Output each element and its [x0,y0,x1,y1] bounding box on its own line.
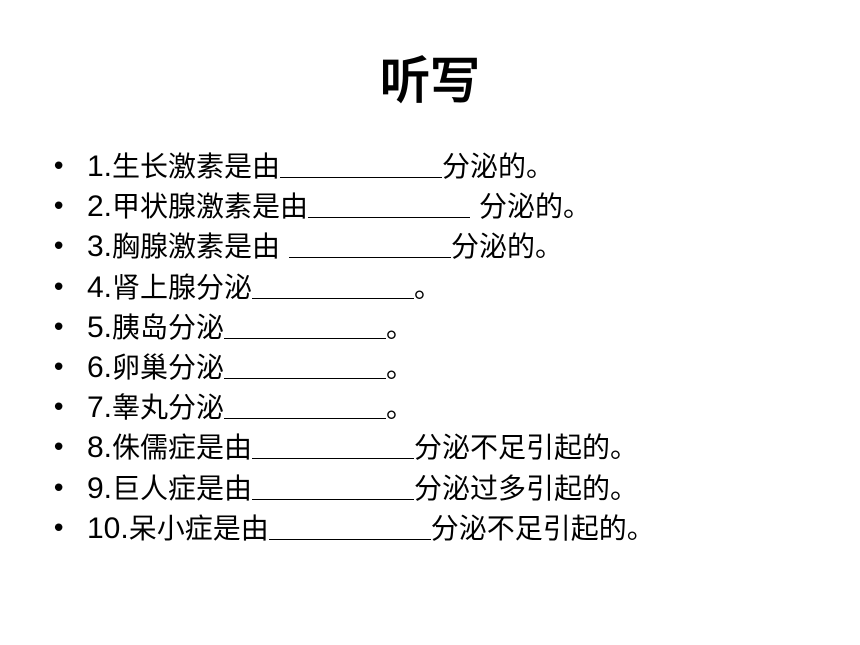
bullet-marker: • [51,272,67,303]
fill-in-blank[interactable] [252,297,415,299]
list-item: • 5.胰岛分泌 。 [0,308,655,348]
item-text-before: 胸腺激素是由 [112,230,281,264]
bullet-marker: • [51,473,67,504]
list-item: • 9.巨人症是由 分泌过多引起的。 [0,469,655,509]
item-number: 1. [87,150,113,183]
item-text-before: 巨人症是由 [112,471,253,505]
item-text-before: 肾上腺分泌 [112,270,253,304]
fill-in-blank[interactable] [224,377,387,379]
list-item: • 1.生长激素是由 分泌的。 [0,147,655,187]
item-text-before: 卵巢分泌 [112,350,225,384]
item-text-before: 侏儒症是由 [112,431,253,465]
bullet-marker: • [51,232,67,263]
item-text-after: 分泌过多引起的。 [414,471,639,505]
item-text-before: 睾丸分泌 [112,391,225,425]
item-number: 7. [87,391,113,425]
list-item: • 4.肾上腺分泌 。 [0,268,655,308]
item-text-after: 分泌的。 [470,190,591,224]
fill-in-blank[interactable] [280,177,443,178]
list-item: • 10.呆小症是由 分泌不足引起的。 [0,509,655,549]
fill-in-blank[interactable] [224,418,387,420]
list-item: • 2.甲状腺激素是由 分泌的。 [0,187,655,227]
bullet-marker: • [51,152,67,182]
item-number: 8. [87,431,113,465]
item-text-before: 呆小症是由 [128,511,269,545]
bullet-marker: • [51,352,67,383]
bullet-marker: • [51,393,67,424]
list-item: • 7.睾丸分泌 。 [0,388,655,428]
item-text-after: 。 [386,310,415,344]
item-text-after: 分泌不足引起的。 [430,511,655,545]
fill-in-blank[interactable] [224,337,387,339]
fill-in-blank[interactable] [252,498,415,500]
item-number: 4. [87,270,113,304]
list-item: • 8.侏儒症是由 分泌不足引起的。 [0,428,655,468]
fill-in-blank[interactable] [268,538,431,540]
item-text-after: 分泌的。 [450,230,563,264]
item-number: 2. [87,190,113,224]
item-number: 3. [87,230,113,264]
item-text-after: 。 [414,270,443,304]
item-text-after: 。 [386,391,415,425]
list-item: • 6.卵巢分泌 。 [0,348,655,388]
item-text-before: 生长激素是由 [112,150,281,183]
dictation-list: •1.生长激素是由分泌的。•2.甲状腺激素是由 分泌的。•3.胸腺激素是由 分泌… [0,147,655,549]
item-text-after: 分泌不足引起的。 [414,431,639,465]
item-number: 6. [87,350,113,384]
fill-in-blank[interactable] [252,458,415,460]
bullet-marker: • [51,513,67,544]
item-number: 9. [87,471,113,505]
page-title: 听写 [380,51,480,110]
item-text-after: 分泌的。 [442,150,555,183]
bullet-marker: • [51,433,67,464]
item-text-after: 。 [386,350,415,384]
fill-in-blank[interactable] [288,257,451,259]
bullet-marker: • [51,192,67,223]
fill-in-blank[interactable] [308,217,471,219]
item-text-before: 甲状腺激素是由 [112,190,309,224]
bullet-marker: • [51,312,67,343]
item-number: 5. [87,310,113,344]
item-number: 10. [87,511,129,545]
item-text-before: 胰岛分泌 [112,310,225,344]
list-item: • 3.胸腺激素是由 分泌的。 [0,227,655,267]
